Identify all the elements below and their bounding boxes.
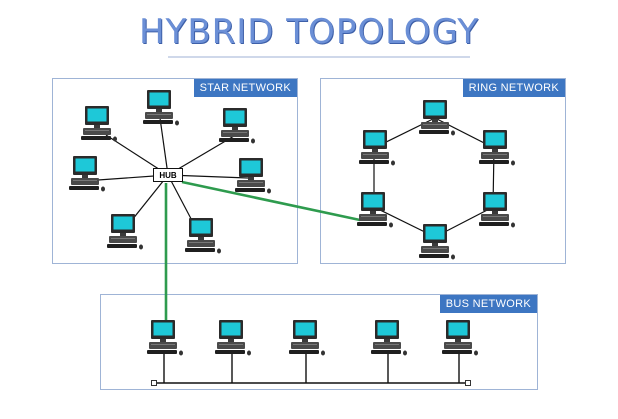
computer-icon: [416, 98, 456, 138]
computer-icon: [476, 190, 516, 230]
computer-icon: [354, 190, 394, 230]
bus-network-label: BUS NETWORK: [439, 295, 537, 313]
bus-terminator-left: [151, 380, 157, 386]
page-title: HYBRID TOPOLOGY: [138, 12, 479, 52]
computer-icon: [140, 88, 180, 128]
hub-box: HUB: [153, 168, 183, 182]
computer-icon: [104, 212, 144, 252]
computer-icon: [439, 318, 479, 358]
bus-terminator-right: [465, 380, 471, 386]
computer-icon: [78, 104, 118, 144]
computer-icon: [182, 216, 222, 256]
computer-icon: [476, 128, 516, 168]
computer-icon: [368, 318, 408, 358]
computer-icon: [216, 106, 256, 146]
star-network-label: STAR NETWORK: [193, 79, 297, 97]
computer-icon: [416, 222, 456, 262]
computer-icon: [212, 318, 252, 358]
computer-icon: [232, 156, 272, 196]
computer-icon: [144, 318, 184, 358]
computer-icon: [356, 128, 396, 168]
title-underline: [168, 56, 470, 58]
computer-icon: [286, 318, 326, 358]
computer-icon: [66, 154, 106, 194]
ring-network-label: RING NETWORK: [462, 79, 565, 97]
